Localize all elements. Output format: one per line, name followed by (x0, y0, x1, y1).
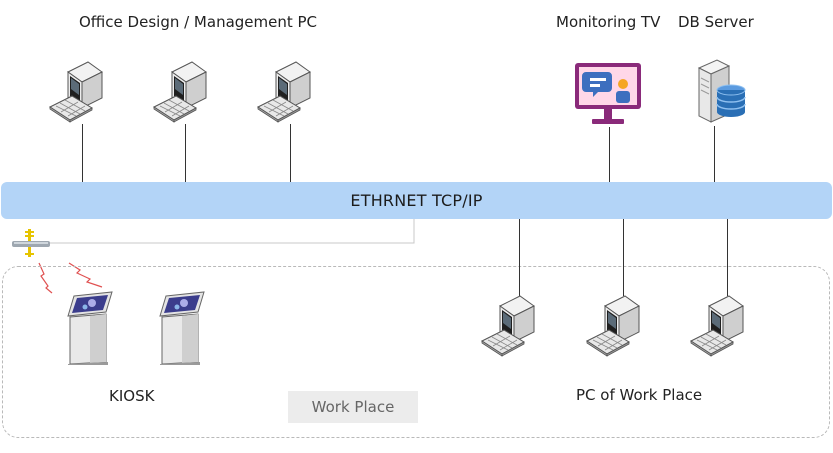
computer-icon (48, 58, 118, 123)
computer-icon (152, 58, 222, 123)
ethernet-bus: ETHRNET TCP/IP (1, 182, 832, 219)
office-pc-label: Office Design / Management PC (79, 13, 318, 31)
connection-line (290, 124, 291, 182)
computer-icon (585, 292, 655, 357)
connection-line (727, 219, 728, 296)
wireless-signal-icon (38, 262, 53, 294)
access-point-link (48, 219, 415, 244)
connection-line (519, 219, 520, 296)
monitoring-tv-label: Monitoring TV (556, 13, 661, 31)
computer-icon (256, 58, 326, 123)
wireless-access-point-icon (12, 229, 50, 257)
work-place-badge: Work Place (288, 391, 418, 423)
db-server-icon (697, 59, 746, 123)
computer-icon (689, 292, 759, 357)
monitoring-tv-icon (575, 63, 641, 124)
kiosk-icon (62, 290, 114, 365)
connection-line (82, 124, 83, 182)
network-label: ETHRNET TCP/IP (350, 191, 483, 210)
kiosk-icon (154, 290, 206, 365)
work-place-zone (2, 266, 830, 438)
connection-line (714, 126, 715, 182)
computer-icon (480, 292, 550, 357)
work-place-label: Work Place (311, 398, 395, 416)
workplace-pc-label: PC of Work Place (576, 386, 703, 404)
db-server-label: DB Server (678, 13, 754, 31)
connection-line (623, 219, 624, 296)
connection-line (609, 127, 610, 182)
wireless-signal-icon (68, 262, 103, 288)
kiosk-label: KIOSK (109, 387, 155, 405)
connection-line (185, 124, 186, 182)
